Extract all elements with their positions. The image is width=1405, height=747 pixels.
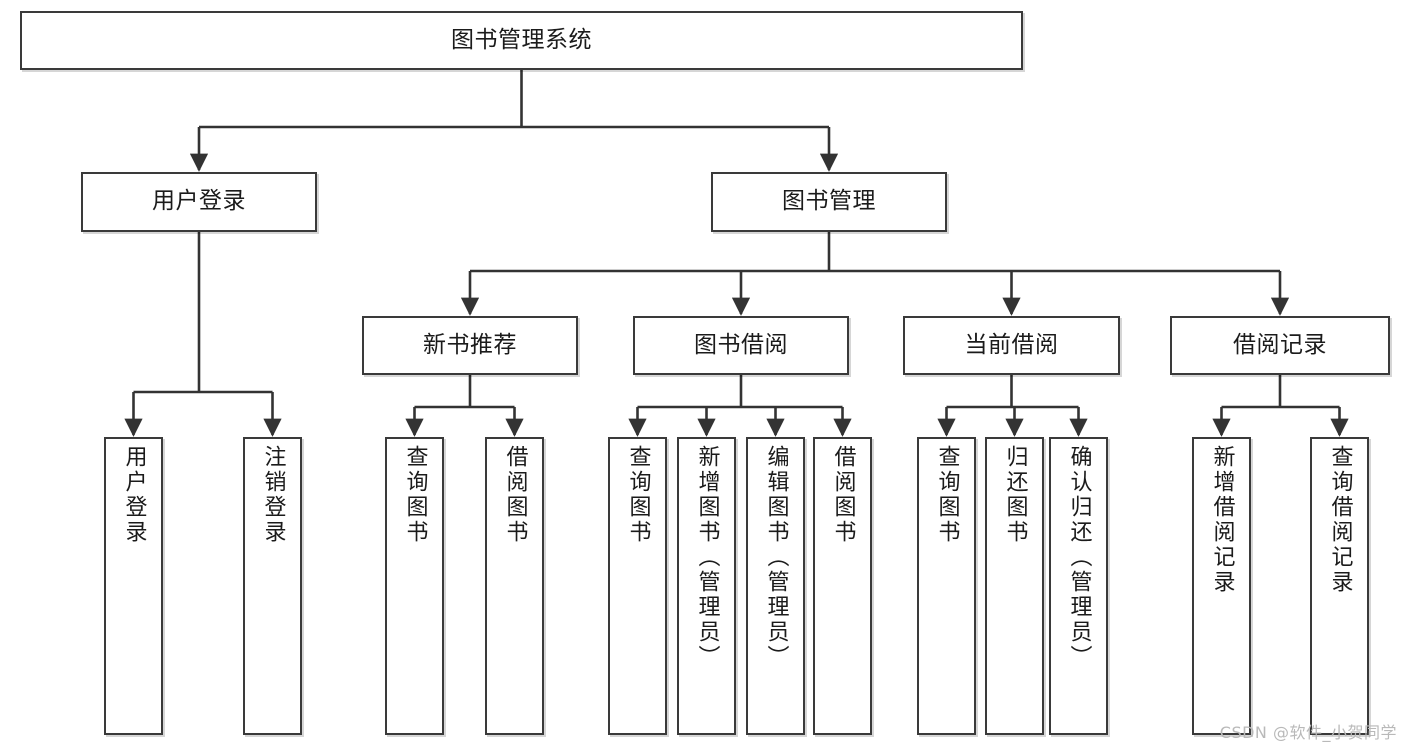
- node-label: 新书推荐: [423, 331, 517, 358]
- node-label: 图书管理: [782, 188, 876, 215]
- node-leaf-borrow-book-2[interactable]: 借阅图书: [813, 437, 872, 735]
- node-label: 查询借阅记录: [1327, 445, 1353, 595]
- node-leaf-borrow-book-1[interactable]: 借阅图书: [485, 437, 544, 735]
- node-root[interactable]: 图书管理系统: [20, 11, 1023, 70]
- node-label: 借阅记录: [1233, 331, 1327, 358]
- node-label: 注销登录: [260, 445, 286, 545]
- node-book-borrow[interactable]: 图书借阅: [633, 316, 849, 375]
- node-leaf-query-book-1[interactable]: 查询图书: [385, 437, 444, 735]
- node-label: 查询图书: [934, 445, 960, 545]
- csdn-watermark: CSDN @软件_小贺同学: [1219, 723, 1397, 742]
- node-label: 图书借阅: [694, 331, 788, 358]
- node-borrow-record[interactable]: 借阅记录: [1170, 316, 1390, 375]
- node-leaf-edit-book[interactable]: 编辑图书（管理员）: [746, 437, 805, 735]
- node-label: 归还图书: [1002, 445, 1028, 545]
- node-book-manage[interactable]: 图书管理: [711, 172, 947, 232]
- node-label: 用户登录: [152, 188, 246, 215]
- node-label: 用户登录: [121, 445, 147, 545]
- node-leaf-confirm-return[interactable]: 确认归还（管理员）: [1049, 437, 1108, 735]
- node-label: 编辑图书（管理员）: [763, 445, 789, 670]
- node-label: 查询图书: [402, 445, 428, 545]
- node-leaf-user-logout[interactable]: 注销登录: [243, 437, 302, 735]
- node-label: 确认归还（管理员）: [1066, 445, 1092, 670]
- node-leaf-add-book[interactable]: 新增图书（管理员）: [677, 437, 736, 735]
- node-leaf-query-book-2[interactable]: 查询图书: [608, 437, 667, 735]
- node-label: 新增图书（管理员）: [694, 445, 720, 670]
- node-current-borrow[interactable]: 当前借阅: [903, 316, 1120, 375]
- node-label: 新增借阅记录: [1209, 445, 1235, 595]
- node-leaf-user-login[interactable]: 用户登录: [104, 437, 163, 735]
- node-label: 借阅图书: [830, 445, 856, 545]
- node-label: 查询图书: [625, 445, 651, 545]
- node-leaf-query-record[interactable]: 查询借阅记录: [1310, 437, 1369, 735]
- node-leaf-return-book[interactable]: 归还图书: [985, 437, 1044, 735]
- node-label: 当前借阅: [964, 331, 1059, 358]
- node-leaf-query-book-3[interactable]: 查询图书: [917, 437, 976, 735]
- node-new-book-rec[interactable]: 新书推荐: [362, 316, 578, 375]
- node-label: 图书管理系统: [451, 26, 592, 53]
- node-label: 借阅图书: [502, 445, 528, 545]
- node-user-login[interactable]: 用户登录: [81, 172, 317, 232]
- node-leaf-add-record[interactable]: 新增借阅记录: [1192, 437, 1251, 735]
